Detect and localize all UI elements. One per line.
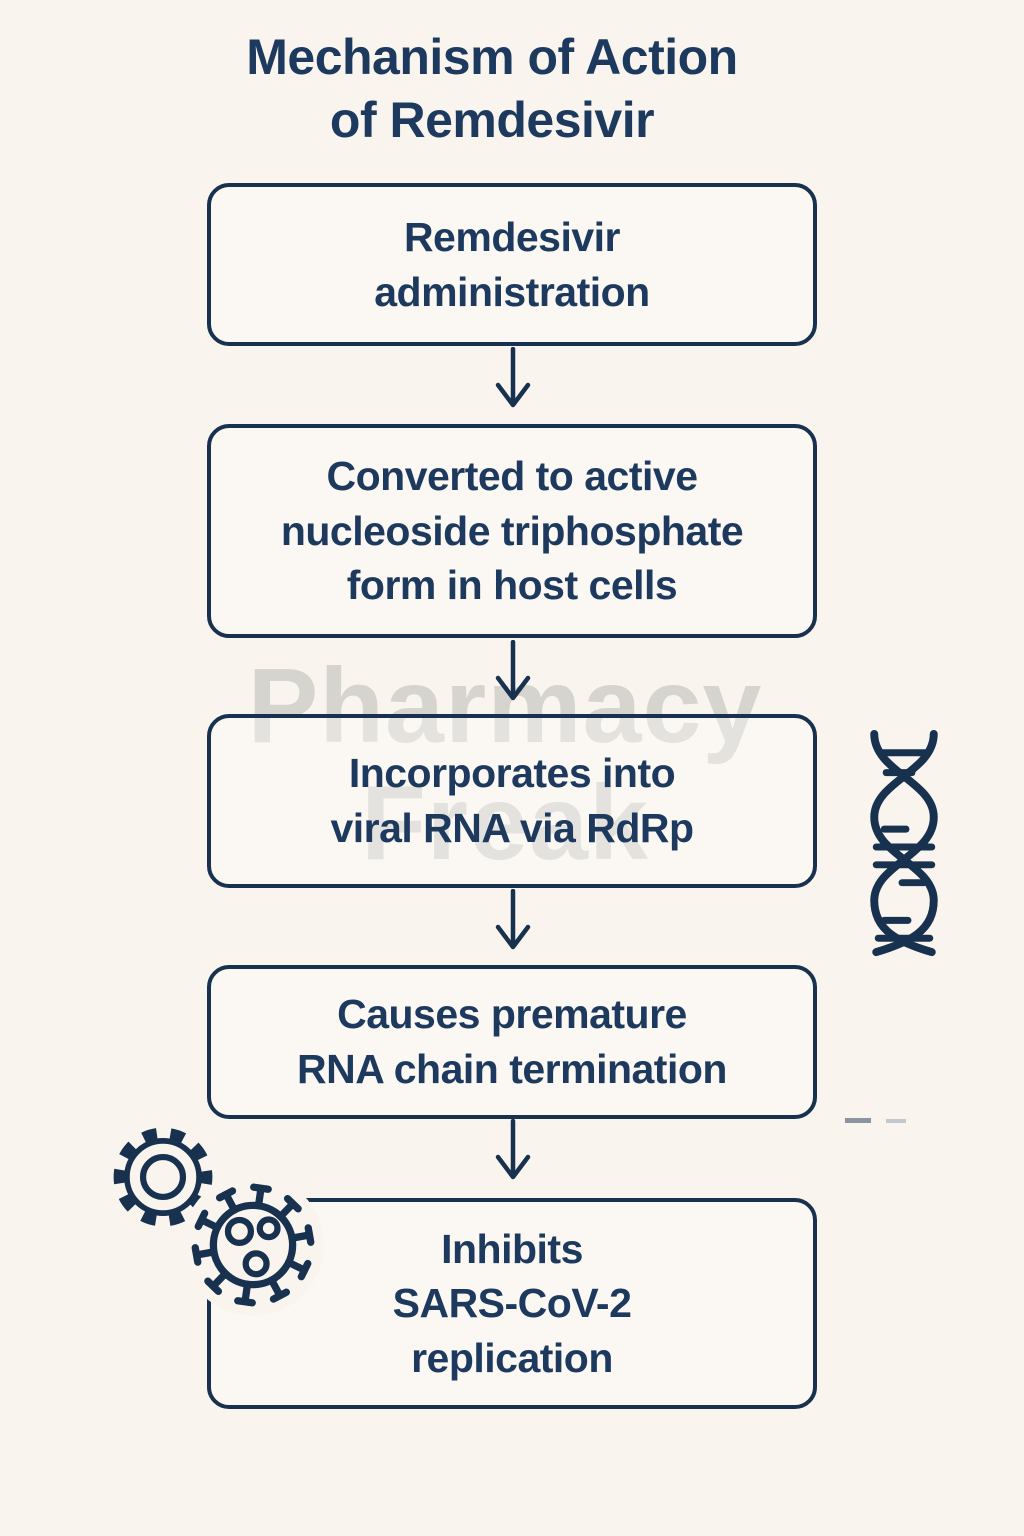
flow-step-label: Incorporates into viral RNA via RdRp bbox=[330, 750, 694, 851]
dna-helix-icon bbox=[870, 729, 938, 957]
flow-step-conversion: Converted to active nucleoside triphosph… bbox=[207, 424, 817, 638]
flow-step-label: Remdesivir administration bbox=[374, 213, 650, 315]
virus-icon bbox=[182, 1174, 324, 1316]
flow-step-label: Causes premature RNA chain termination bbox=[297, 991, 727, 1092]
arrow-down-icon bbox=[495, 640, 531, 701]
flow-step-label: Converted to active nucleoside triphosph… bbox=[280, 453, 744, 609]
flow-step-label: Inhibits SARS-CoV-2 replication bbox=[392, 1225, 632, 1381]
smudge-artifact bbox=[886, 1119, 906, 1123]
arrow-down-icon bbox=[495, 889, 531, 950]
gear-icon bbox=[108, 1122, 218, 1232]
flow-step-incorporation: Incorporates into viral RNA via RdRp bbox=[207, 714, 817, 888]
arrow-down-icon bbox=[495, 1119, 531, 1180]
flow-step-administration: Remdesivir administration bbox=[207, 183, 817, 346]
page-title: Mechanism of Action of Remdesivir bbox=[246, 29, 738, 148]
smudge-artifact bbox=[845, 1118, 871, 1123]
flow-step-termination: Causes premature RNA chain termination bbox=[207, 965, 817, 1119]
arrow-down-icon bbox=[495, 347, 531, 408]
